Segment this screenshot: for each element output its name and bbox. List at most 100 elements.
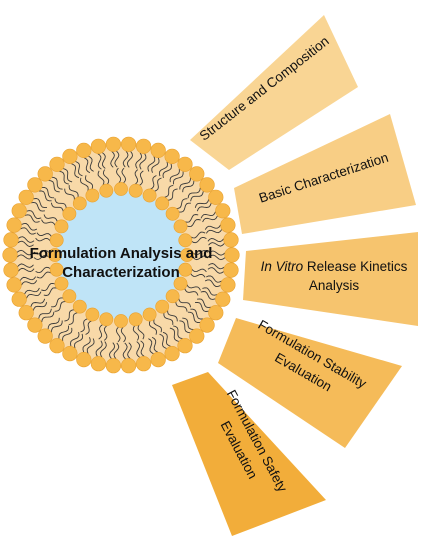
lipid-tail [208, 250, 226, 256]
ray-stability-panel [218, 318, 402, 448]
lipid-tail [200, 291, 216, 300]
lipid-tail [30, 298, 46, 307]
liposome: Formulation Analysis and Characterizatio… [2, 136, 240, 374]
lipid-head [136, 356, 152, 372]
lipid-tail [194, 199, 210, 208]
lipid-tail [191, 236, 207, 244]
lipid-tail [17, 240, 34, 247]
lipid-tail [178, 298, 192, 308]
lipid-tail [83, 157, 91, 174]
lipid-head [164, 148, 180, 164]
lipid-tail [26, 291, 42, 299]
lipid-head [27, 317, 43, 333]
lipid-head [49, 233, 64, 248]
lipid-head [142, 188, 157, 203]
lipid-tail [18, 236, 35, 243]
lipid-tail [20, 227, 36, 235]
lipid-head [37, 166, 53, 182]
lipid-tail [24, 214, 40, 223]
lipid-head [99, 312, 114, 327]
lipid-tail [86, 338, 95, 354]
lipid-tail [173, 325, 183, 340]
lipid-head [136, 138, 152, 154]
lipid-tail [82, 337, 91, 353]
lipid-head [114, 182, 128, 196]
lipid-tail [38, 308, 52, 319]
lipid-tail [151, 157, 160, 173]
lipid-head [72, 299, 87, 314]
lipid-tail [122, 342, 128, 360]
lipid-tail [50, 202, 64, 212]
lipid-tails-inner [33, 167, 209, 343]
lipid-head [121, 358, 137, 374]
lipid-head [62, 289, 77, 304]
lipid-heads-outer [2, 136, 240, 374]
lipid-tail [68, 312, 78, 326]
lipid-head [85, 307, 100, 322]
lipid-tails-outer [16, 150, 226, 360]
lipid-tail [136, 341, 141, 358]
lipid-tail [202, 215, 218, 223]
lipid-tail [98, 324, 103, 340]
lipid-heads-inner [48, 182, 194, 328]
lipid-head [62, 346, 78, 362]
lipid-head [189, 166, 205, 182]
lipid-tail [41, 186, 55, 199]
lipid-head [223, 232, 239, 248]
lipid-tail [17, 267, 35, 272]
lipid-tail [132, 325, 140, 341]
ray-release-label-line1: In Vitro Release Kinetics [261, 259, 408, 274]
lipid-tail [63, 168, 73, 183]
lipid-tail [194, 301, 209, 312]
lipid-tail [19, 276, 37, 281]
lipid-head [18, 305, 34, 321]
lipid-head [177, 156, 193, 172]
lipid-tail [139, 153, 147, 170]
lipid-tail [190, 273, 206, 278]
lipid-head [178, 262, 193, 277]
lipid-tail [139, 170, 144, 186]
lipid-tail [51, 297, 64, 308]
lipid-tail [71, 163, 80, 179]
lipid-head [208, 305, 224, 321]
lipid-tail [163, 312, 174, 325]
lipid-tail [114, 150, 120, 168]
lipid-head [180, 248, 194, 262]
lipid-head [49, 156, 65, 172]
lipid-tail [184, 214, 199, 223]
lipid-head [199, 177, 215, 193]
lipid-head [27, 177, 43, 193]
lipid-head [150, 352, 166, 368]
lipid-head [18, 189, 34, 205]
lipid-tail [207, 238, 225, 243]
ray-structure-panel [190, 15, 358, 170]
lipid-tail [162, 331, 171, 347]
lipid-tail [110, 151, 115, 168]
lipid-tail [158, 161, 168, 177]
lipid-head [90, 356, 106, 372]
lipid-tail [190, 308, 203, 320]
center-title-line2: Characterization [62, 264, 180, 281]
lipid-tail [101, 152, 106, 169]
lipid-tail [51, 320, 63, 333]
lipid-tail [100, 341, 107, 358]
lipid-tail [33, 249, 50, 255]
lipid-tail [208, 263, 225, 270]
lipid-tail [26, 210, 42, 219]
lipid-tail [150, 175, 157, 190]
lipid-tail [36, 232, 52, 237]
lipid-tail [190, 231, 206, 239]
lipid-tail [54, 301, 67, 312]
lipid-tail [135, 152, 142, 169]
lipid-tail [169, 327, 179, 342]
lipid-head [54, 276, 69, 291]
lipid-head [164, 346, 180, 362]
lipid-head [220, 217, 236, 233]
lipid-tail [62, 327, 73, 342]
lipid-tail [204, 224, 221, 230]
lipid-tail [127, 342, 132, 359]
lipid-tail [59, 170, 69, 185]
lipid-tail [190, 191, 204, 202]
lipid-tail [24, 287, 40, 295]
